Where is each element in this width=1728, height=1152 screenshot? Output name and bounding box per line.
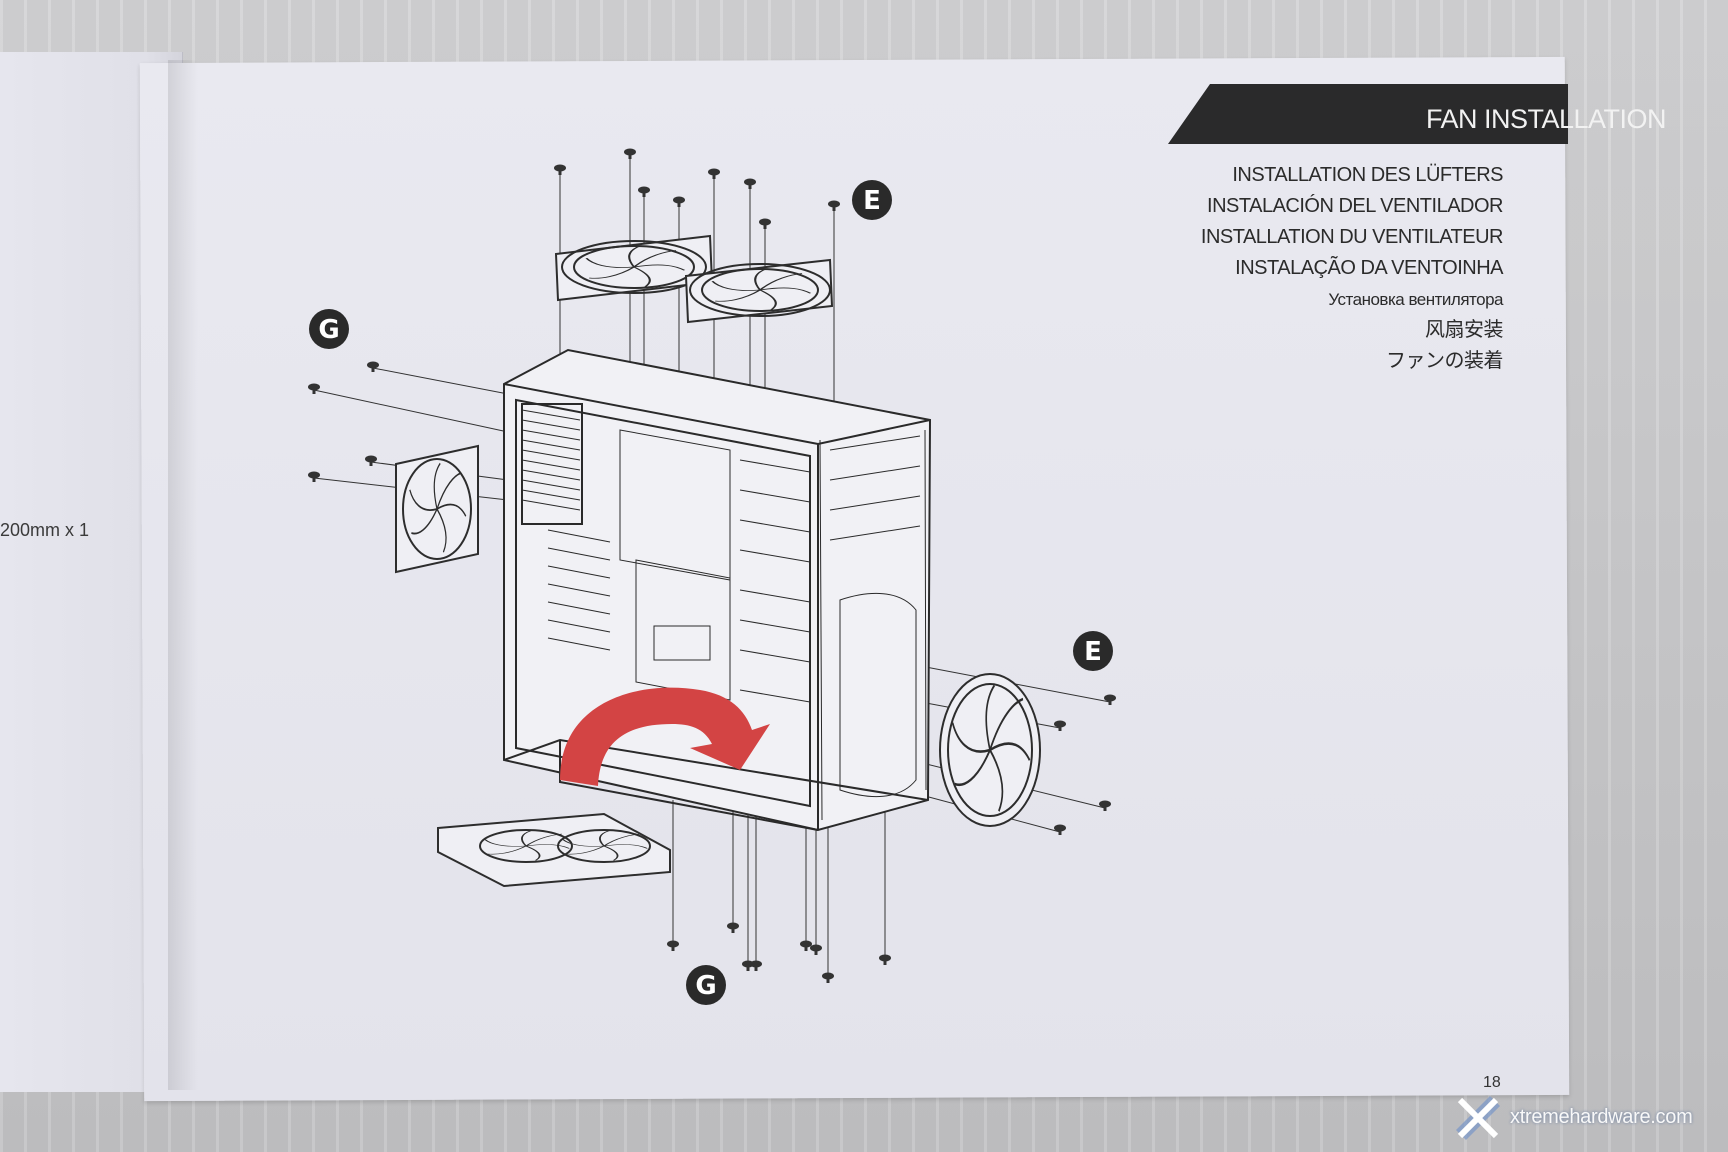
callout-e-side-label: E <box>1084 637 1102 667</box>
rear-fan <box>395 444 479 574</box>
page-title: FAN INSTALLATION <box>1425 104 1667 134</box>
callout-e-side: E <box>1073 631 1113 671</box>
title-french: INSTALLATION DU VENTILATEUR <box>1200 226 1504 248</box>
book-spine <box>168 60 198 1090</box>
callout-g-bottom: G <box>686 965 726 1005</box>
front-fan <box>939 673 1041 827</box>
title-russian: Установка вентилятора <box>1328 290 1503 309</box>
xtremehardware-logo-icon <box>1456 1096 1500 1140</box>
bottom-fans <box>437 812 671 888</box>
title-band <box>1168 84 1568 144</box>
callout-g-left: G <box>309 309 349 349</box>
top-fans <box>554 234 834 324</box>
title-german: INSTALLATION DES LÜFTERS <box>1232 164 1503 186</box>
watermark-text: xtremehardware.com <box>1510 1106 1693 1128</box>
page-number: 18 <box>1483 1074 1501 1091</box>
callout-e-top-label: E <box>863 186 881 216</box>
title-japanese: ファンの装着 <box>1386 350 1504 372</box>
callout-g-left-label: G <box>318 315 339 345</box>
title-spanish: INSTALACIÓN DEL VENTILADOR <box>1207 195 1503 217</box>
title-portuguese: INSTALAÇÃO DA VENTOINHA <box>1235 257 1503 279</box>
translation-list: INSTALLATION DES LÜFTERS INSTALACIÓN DEL… <box>1200 160 1504 377</box>
fan-spec-text: 200mm x 1 <box>0 520 90 540</box>
rotation-arrow <box>560 687 770 786</box>
callout-e-top: E <box>852 180 892 220</box>
title-chinese: 风扇安装 <box>1425 319 1504 341</box>
callout-g-bottom-label: G <box>695 971 716 1001</box>
